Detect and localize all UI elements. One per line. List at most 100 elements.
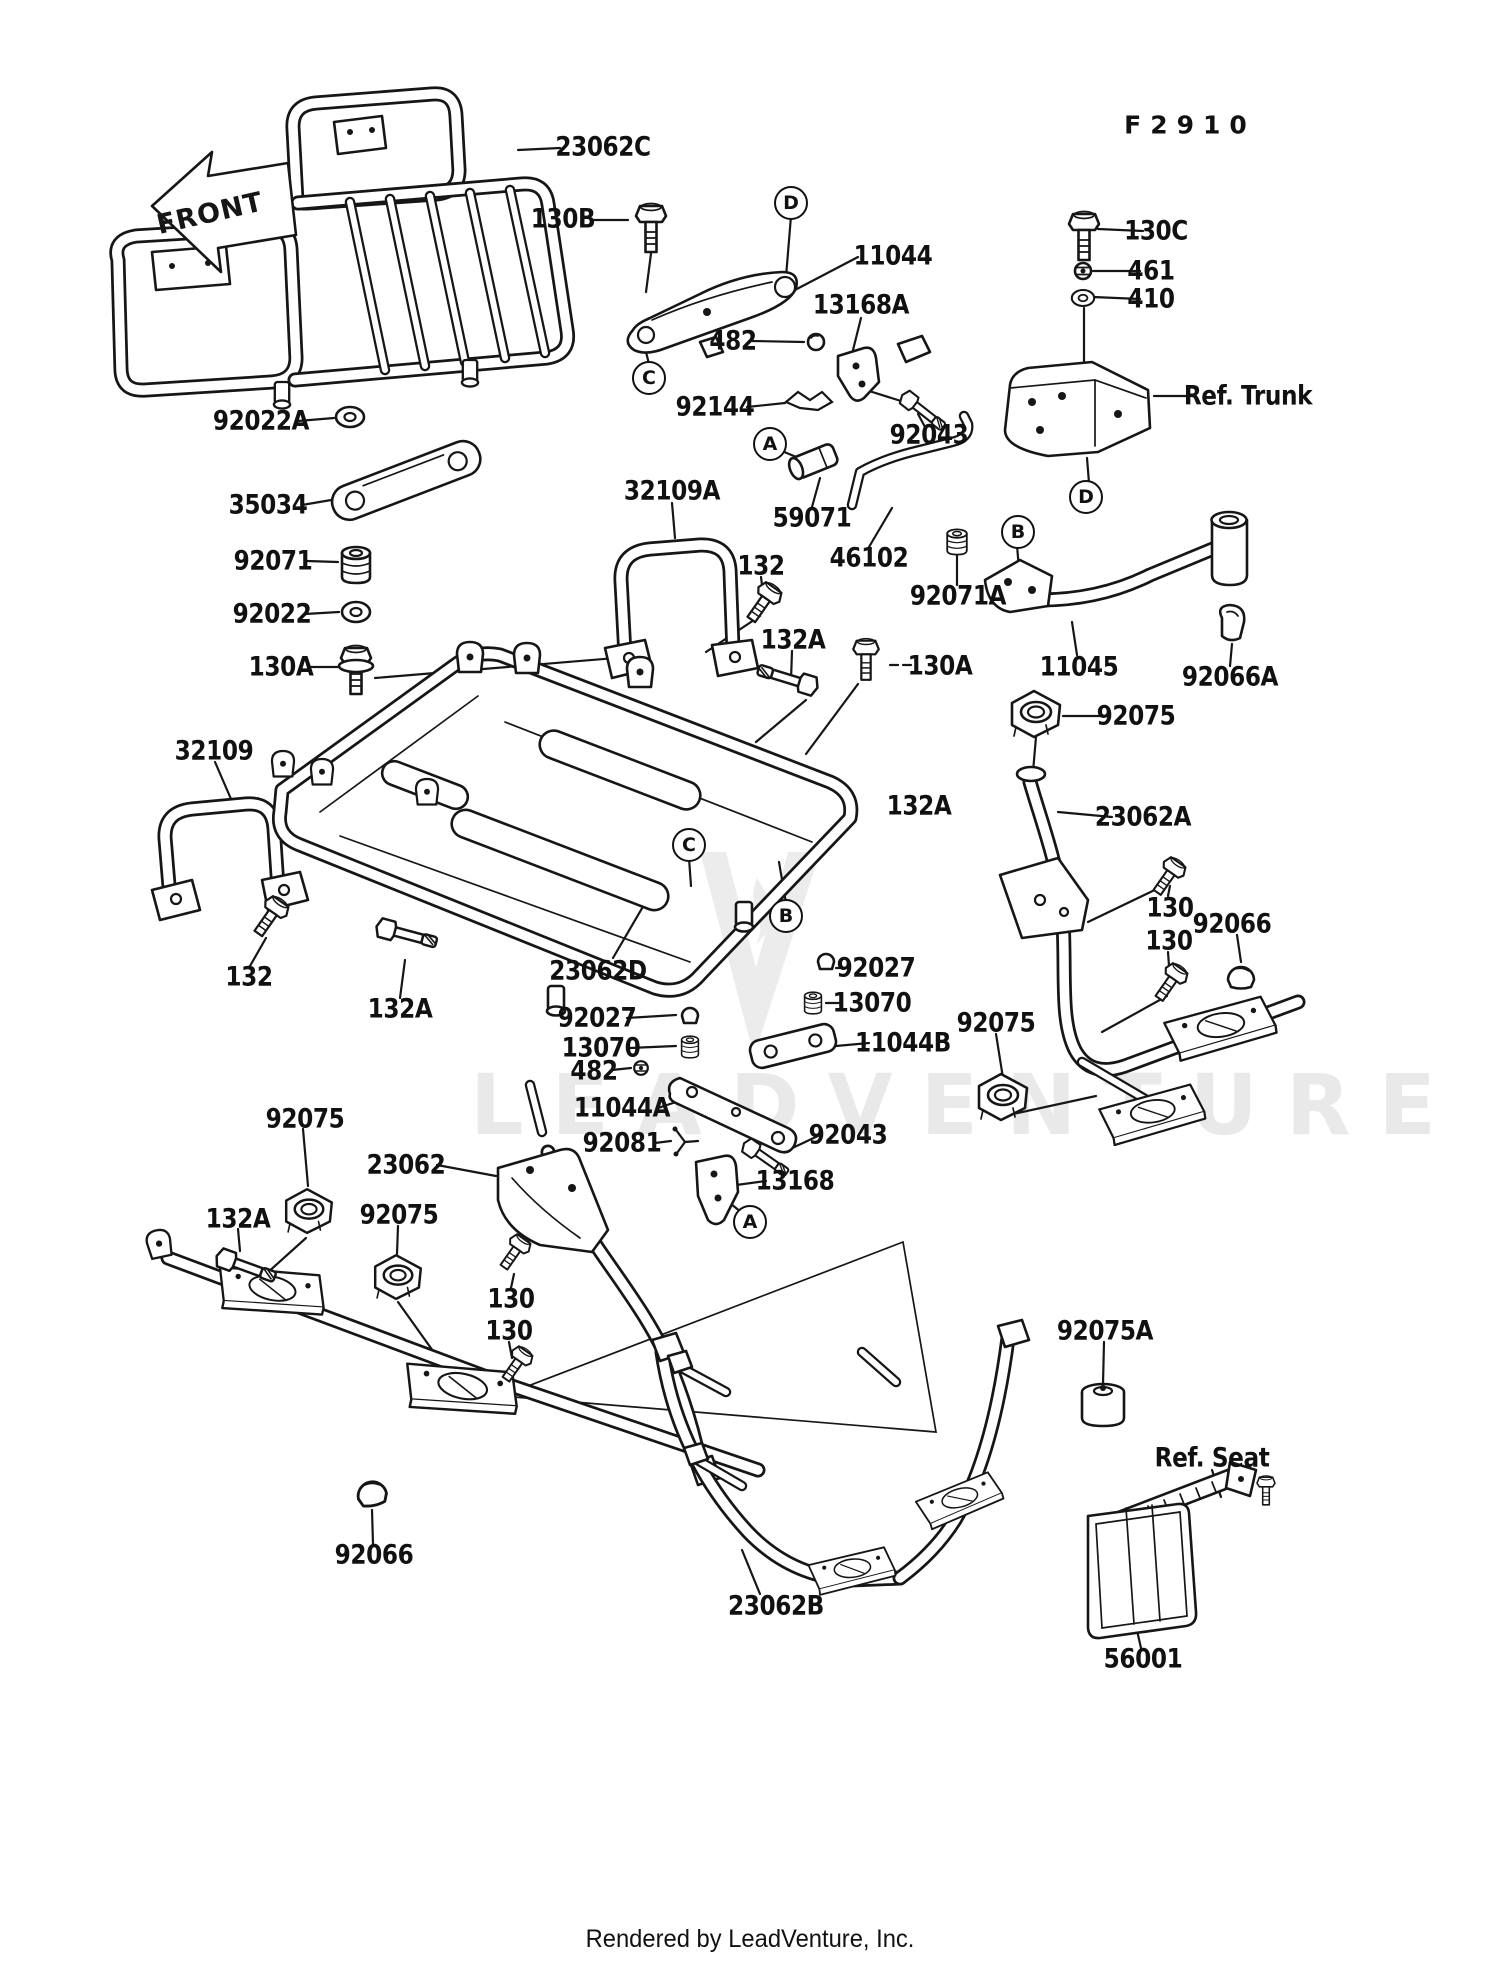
- part-cap-92066-bottom: [354, 1477, 390, 1510]
- reference-balloon-a: A: [753, 427, 787, 461]
- part-frame-23062: [143, 1079, 766, 1487]
- part-label-23062[interactable]: 23062: [366, 1149, 446, 1181]
- part-brace-11045: [983, 510, 1249, 614]
- part-label-132[interactable]: 132: [225, 961, 273, 993]
- part-label-56001[interactable]: 56001: [1103, 1643, 1183, 1675]
- part-washer-410: [1070, 288, 1096, 308]
- part-trunk-bracket: [1003, 360, 1152, 458]
- part-bolt-130B: [634, 202, 668, 254]
- part-label-92066[interactable]: 92066: [334, 1539, 414, 1571]
- part-label-132a[interactable]: 132A: [205, 1203, 271, 1235]
- part-label-92027[interactable]: 92027: [557, 1002, 637, 1034]
- part-label-92071a[interactable]: 92071A: [909, 580, 1007, 612]
- part-label-23062a[interactable]: 23062A: [1094, 801, 1192, 833]
- part-label-92075[interactable]: 92075: [359, 1199, 439, 1231]
- part-label-130[interactable]: 130: [1146, 892, 1194, 924]
- part-cap-92066-right: [1226, 965, 1256, 990]
- part-label-92022[interactable]: 92022: [232, 598, 312, 630]
- part-handle-32109A: [603, 537, 760, 680]
- part-label-32109[interactable]: 32109: [174, 735, 254, 767]
- part-label-410[interactable]: 410: [1127, 283, 1175, 315]
- front-arrow: FRONT: [150, 150, 298, 274]
- part-label-130b[interactable]: 130B: [530, 203, 596, 235]
- part-label-46102[interactable]: 46102: [829, 542, 909, 574]
- part-label-92081[interactable]: 92081: [582, 1127, 662, 1159]
- part-label-130a[interactable]: 130A: [248, 651, 314, 683]
- part-label-32109a[interactable]: 32109A: [623, 475, 721, 507]
- part-label-11044b[interactable]: 11044B: [855, 1027, 951, 1059]
- part-bushing-13070-left: [680, 1035, 700, 1059]
- part-grommet-92075-c: [284, 1187, 334, 1235]
- part-clip-92081: [672, 1126, 700, 1157]
- part-label-59071[interactable]: 59071: [772, 502, 852, 534]
- part-frame-23062B: [650, 1318, 1031, 1597]
- part-label-13168[interactable]: 13168: [755, 1165, 835, 1197]
- part-label-13168a[interactable]: 13168A: [812, 289, 910, 321]
- fiche-code: F2910: [1124, 110, 1256, 140]
- part-label-ref-trunk[interactable]: Ref. Trunk: [1183, 380, 1313, 412]
- part-cap-92027-right: [816, 952, 836, 971]
- part-label-130[interactable]: 130: [485, 1315, 533, 1347]
- part-label-461[interactable]: 461: [1127, 255, 1175, 287]
- part-label-132a[interactable]: 132A: [367, 993, 433, 1025]
- part-label-132[interactable]: 132: [737, 550, 785, 582]
- part-damper-92075A: [1080, 1382, 1126, 1428]
- part-bracket-11044A: [667, 1076, 798, 1154]
- watermark-text: LEADVENTURE: [470, 1056, 1464, 1154]
- part-holder-13168: [694, 1154, 740, 1226]
- part-label-482[interactable]: 482: [709, 325, 757, 357]
- part-pin-59071: [787, 443, 839, 481]
- part-label-ref-seat[interactable]: Ref. Seat: [1154, 1442, 1270, 1474]
- part-label-11044[interactable]: 11044: [853, 240, 933, 272]
- part-cap-92066A: [1218, 603, 1246, 642]
- part-bracket-11044: [626, 270, 798, 359]
- part-label-92027[interactable]: 92027: [836, 952, 916, 984]
- part-label-92075[interactable]: 92075: [265, 1103, 345, 1135]
- part-label-130[interactable]: 130: [487, 1283, 535, 1315]
- part-ball-482: [806, 332, 826, 352]
- part-label-92144[interactable]: 92144: [675, 391, 755, 423]
- part-frame-23062A: [998, 765, 1306, 1148]
- part-label-13070[interactable]: 13070: [832, 987, 912, 1019]
- part-nut-461: [1073, 261, 1093, 281]
- part-strap-35034: [330, 439, 482, 522]
- part-label-11045[interactable]: 11045: [1039, 651, 1119, 683]
- part-label-35034[interactable]: 35034: [228, 489, 308, 521]
- part-damper-92071: [340, 545, 372, 585]
- part-label-132a[interactable]: 132A: [886, 790, 952, 822]
- reference-balloon-d: D: [774, 186, 808, 220]
- part-damper-92071A: [946, 528, 968, 556]
- part-rod-46102: [846, 410, 974, 511]
- footer-credit: Rendered by LeadVenture, Inc.: [585, 1925, 915, 1953]
- part-label-130a[interactable]: 130A: [907, 650, 973, 682]
- part-label-92075a[interactable]: 92075A: [1056, 1315, 1154, 1347]
- part-label-92043[interactable]: 92043: [808, 1119, 888, 1151]
- part-carrier-23062D: [270, 640, 859, 1017]
- reference-balloon-a: A: [733, 1205, 767, 1239]
- part-label-23062c[interactable]: 23062C: [555, 131, 651, 163]
- part-label-130c[interactable]: 130C: [1124, 215, 1188, 247]
- part-label-13070[interactable]: 13070: [561, 1032, 641, 1064]
- part-bolt-130A-right: [852, 637, 880, 681]
- part-label-11044a[interactable]: 11044A: [573, 1092, 671, 1124]
- part-label-92066a[interactable]: 92066A: [1181, 661, 1279, 693]
- part-washer-92022A: [334, 405, 366, 429]
- part-label-92022a[interactable]: 92022A: [212, 405, 310, 437]
- part-label-92075[interactable]: 92075: [1096, 700, 1176, 732]
- part-label-92043[interactable]: 92043: [889, 419, 969, 451]
- part-label-23062b[interactable]: 23062B: [728, 1590, 824, 1622]
- reference-balloon-c: C: [632, 361, 666, 395]
- part-label-482[interactable]: 482: [570, 1055, 618, 1087]
- part-label-92075[interactable]: 92075: [956, 1007, 1036, 1039]
- part-label-23062d[interactable]: 23062D: [549, 955, 647, 987]
- part-label-92066[interactable]: 92066: [1192, 908, 1272, 940]
- part-grommet-92075-d: [373, 1253, 423, 1301]
- part-plate-11044B: [748, 1022, 838, 1070]
- reference-balloon-b: B: [1001, 515, 1035, 549]
- part-label-92071[interactable]: 92071: [233, 545, 313, 577]
- part-label-130[interactable]: 130: [1145, 925, 1193, 957]
- part-rack-23062C: [109, 86, 576, 410]
- part-label-132a[interactable]: 132A: [760, 624, 826, 656]
- part-bolt-132-top: [739, 577, 787, 628]
